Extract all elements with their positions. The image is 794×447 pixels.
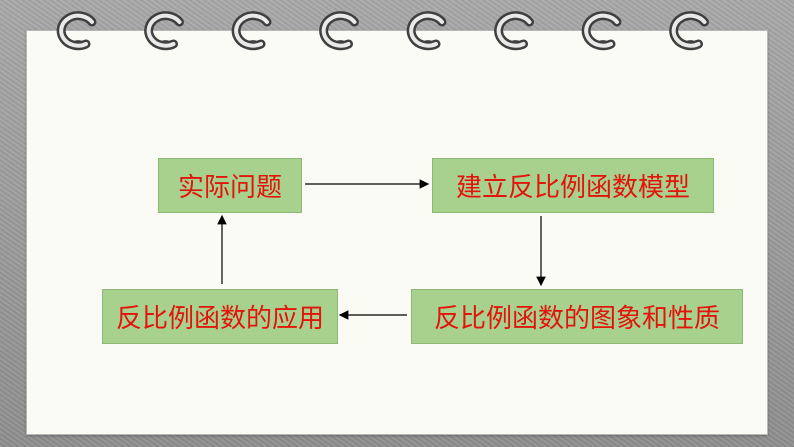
spiral-binder-ring-icon [56,11,97,51]
spiral-binder-ring-icon [319,11,359,51]
spiral-binder-ring-icon [406,11,447,51]
node-practical-problem: 实际问题 [158,158,302,213]
spiral-binder-ring-icon [669,11,709,51]
spiral-binder-ring-icon [494,11,534,51]
node-graph-properties: 反比例函数的图象和性质 [411,289,743,344]
node-application: 反比例函数的应用 [102,289,338,344]
spiral-binder-ring-icon [231,11,272,51]
node-build-model: 建立反比例函数模型 [432,158,714,213]
node-label: 建立反比例函数模型 [455,173,690,203]
node-label: 实际问题 [177,173,282,203]
spiral-binder-ring-icon [144,11,184,51]
node-label: 反比例函数的应用 [115,304,324,334]
binder-rings [56,11,709,51]
notebook-page [26,30,768,435]
node-label: 反比例函数的图象和性质 [433,304,720,334]
spiral-binder-ring-icon [581,11,622,51]
